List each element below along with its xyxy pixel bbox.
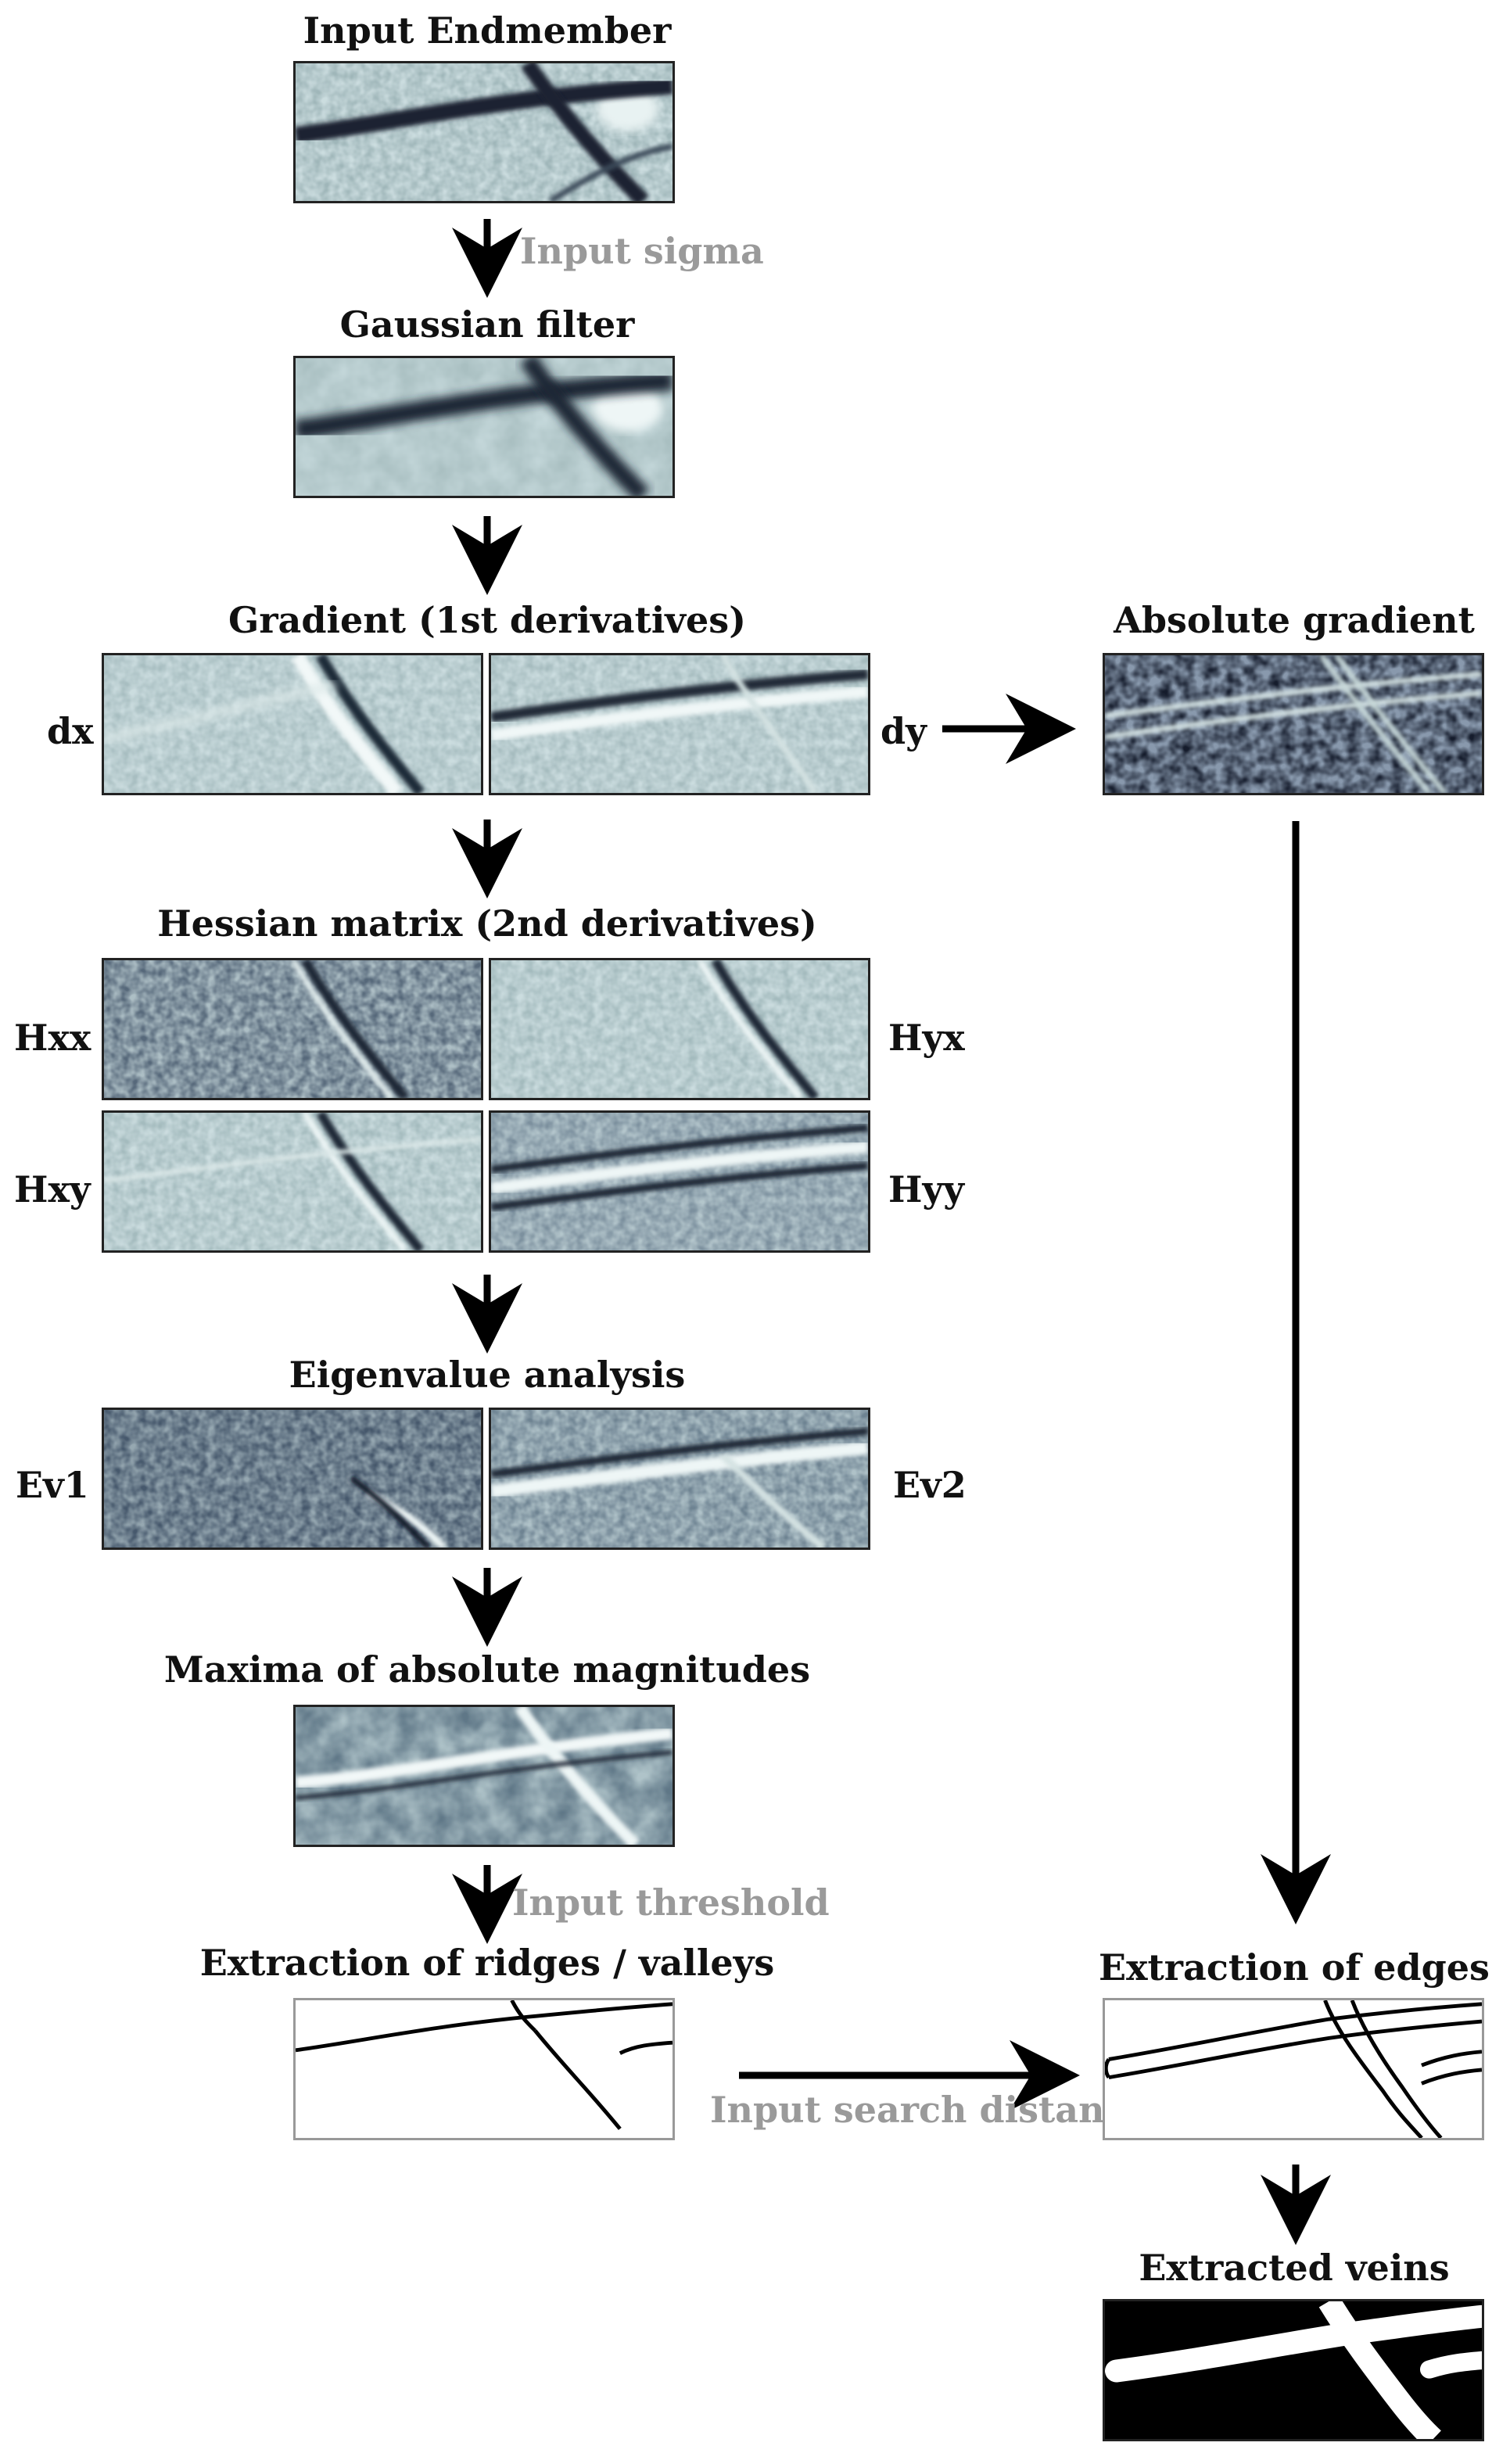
hessian-hxx-image: [102, 958, 483, 1100]
dy-label: dy: [881, 710, 927, 752]
eigen-title: Eigenvalue analysis: [289, 1354, 686, 1396]
veins-title: Extracted veins: [1139, 2247, 1450, 2289]
sigma-parameter: Input sigma: [520, 230, 764, 272]
gaussian-filter-title: Gaussian filter: [339, 303, 635, 346]
hessian-hxy-image: [102, 1110, 483, 1253]
input-endmember-image: [293, 61, 675, 203]
maxima-image: [293, 1705, 675, 1847]
extracted-veins-image: [1103, 2299, 1484, 2441]
edges-image: [1103, 1998, 1484, 2140]
search-distance-parameter: Input search distance: [710, 2089, 1150, 2131]
gradient-title: Gradient (1st derivatives): [228, 599, 746, 641]
maxima-title: Maxima of absolute magnitudes: [163, 1648, 811, 1691]
hyy-label: Hyy: [888, 1168, 964, 1210]
ridges-title: Extraction of ridges / valleys: [199, 1942, 775, 1984]
eigen-ev2-image: [489, 1408, 870, 1550]
hessian-hyx-image: [489, 958, 870, 1100]
absolute-gradient-title: Absolute gradient: [1114, 599, 1475, 641]
hxx-label: Hxx: [14, 1017, 91, 1059]
ev2-label: Ev2: [893, 1464, 967, 1506]
edges-title: Extraction of edges: [1099, 1946, 1490, 1989]
hessian-title: Hessian matrix (2nd derivatives): [157, 902, 817, 945]
gradient-dy-image: [489, 653, 870, 795]
dx-label: dx: [47, 710, 94, 752]
ridges-image: [293, 1998, 675, 2140]
input-endmember-title: Input Endmember: [303, 9, 672, 52]
ev1-label: Ev1: [16, 1464, 89, 1506]
hyx-label: Hyx: [888, 1017, 965, 1059]
absolute-gradient-image: [1103, 653, 1484, 795]
hessian-hyy-image: [489, 1110, 870, 1253]
eigen-ev1-image: [102, 1408, 483, 1550]
threshold-parameter: Input threshold: [512, 1881, 830, 1924]
hxy-label: Hxy: [14, 1168, 91, 1210]
gaussian-filter-image: [293, 356, 675, 498]
gradient-dx-image: [102, 653, 483, 795]
